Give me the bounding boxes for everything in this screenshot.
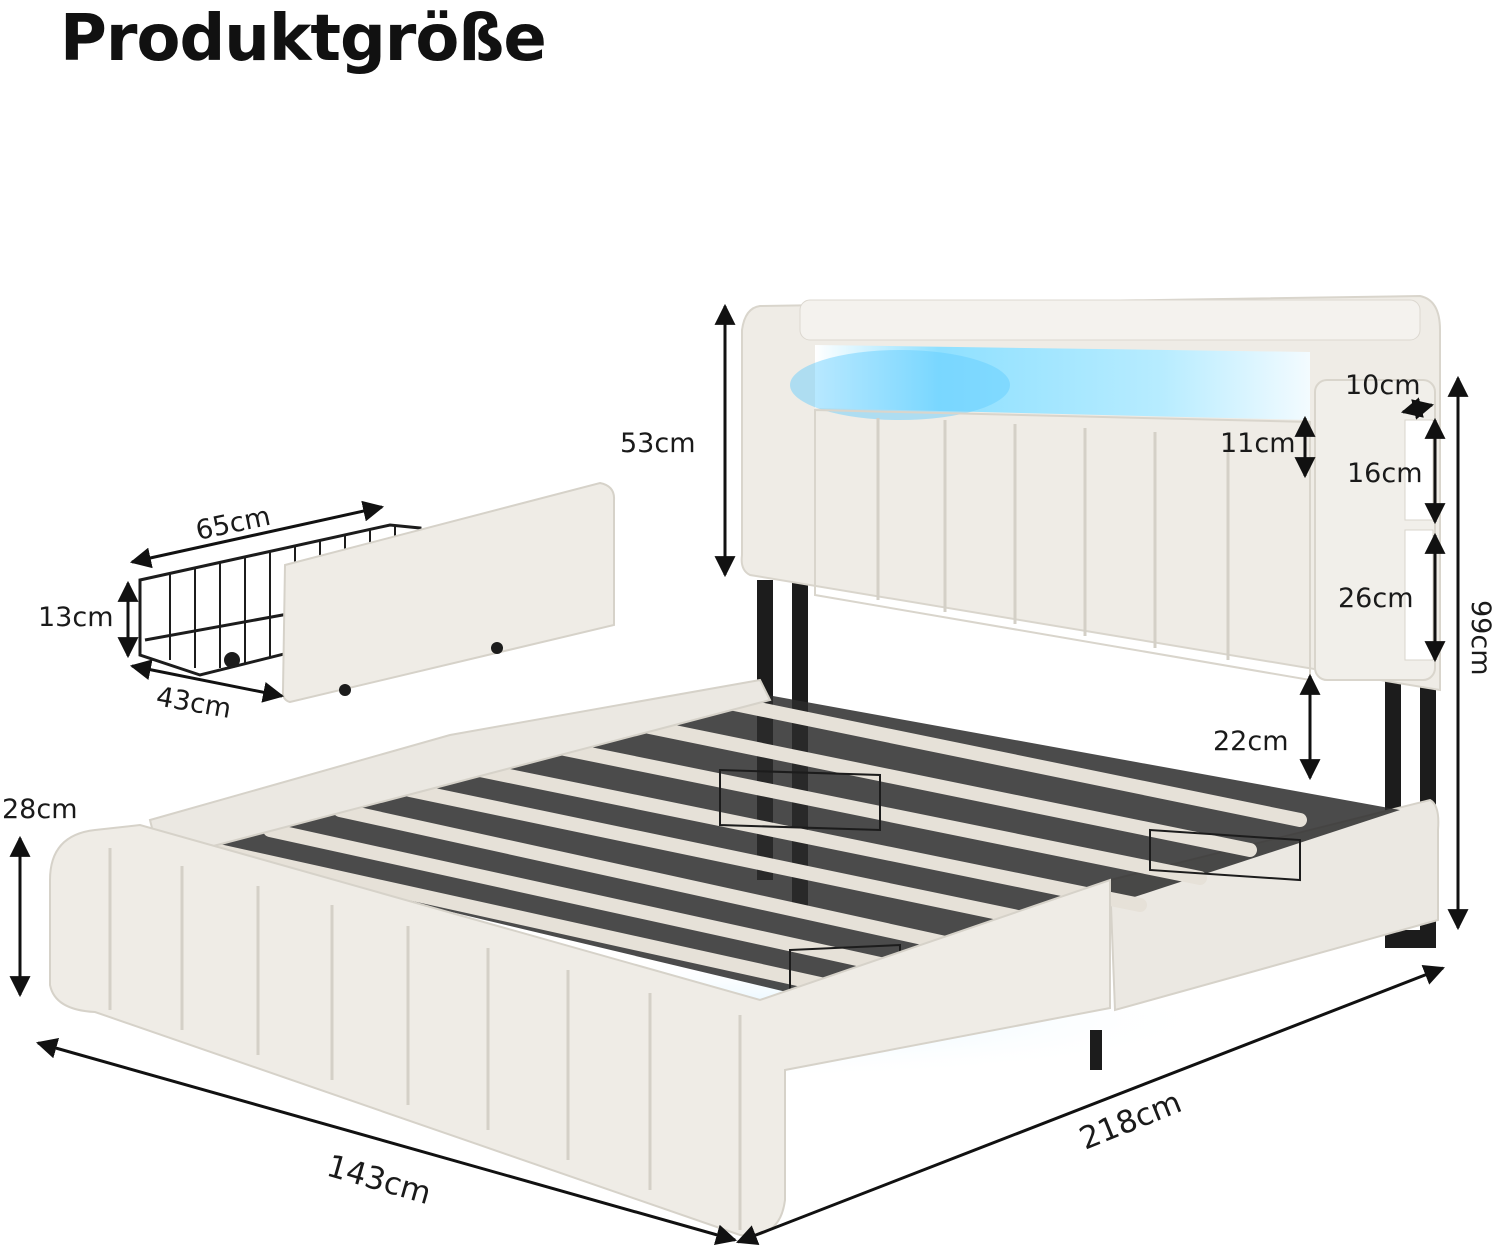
dimension-lines <box>9 303 1469 1245</box>
label-leg-clearance: 22cm <box>1213 726 1289 757</box>
label-total-height: 99cm <box>1465 600 1496 676</box>
label-drawer-width: 43cm <box>154 681 234 725</box>
label-side-top: 10cm <box>1345 370 1421 401</box>
drawer-width-arrow <box>129 659 285 703</box>
label-headboard-height: 53cm <box>620 428 696 459</box>
page-title: Produktgröße <box>60 2 547 76</box>
headboard <box>740 294 1441 692</box>
label-shelf-opening: 11cm <box>1220 428 1296 459</box>
label-frame-height: 28cm <box>2 794 78 825</box>
bed-length-arrow <box>736 965 1445 1245</box>
bed-width-arrow <box>35 1038 738 1245</box>
label-bed-width: 143cm <box>323 1148 435 1212</box>
led-shelf-light <box>815 345 1310 420</box>
label-shelf-lower: 26cm <box>1338 583 1414 614</box>
label-bed-length: 218cm <box>1075 1084 1187 1157</box>
side-top-arrow <box>1400 397 1435 420</box>
drawer-length-arrow <box>129 500 385 569</box>
bed-frame <box>49 678 1440 1237</box>
label-drawer-height: 13cm <box>38 602 114 633</box>
drawer-illustration <box>138 481 616 704</box>
label-shelf-upper: 16cm <box>1347 458 1423 489</box>
